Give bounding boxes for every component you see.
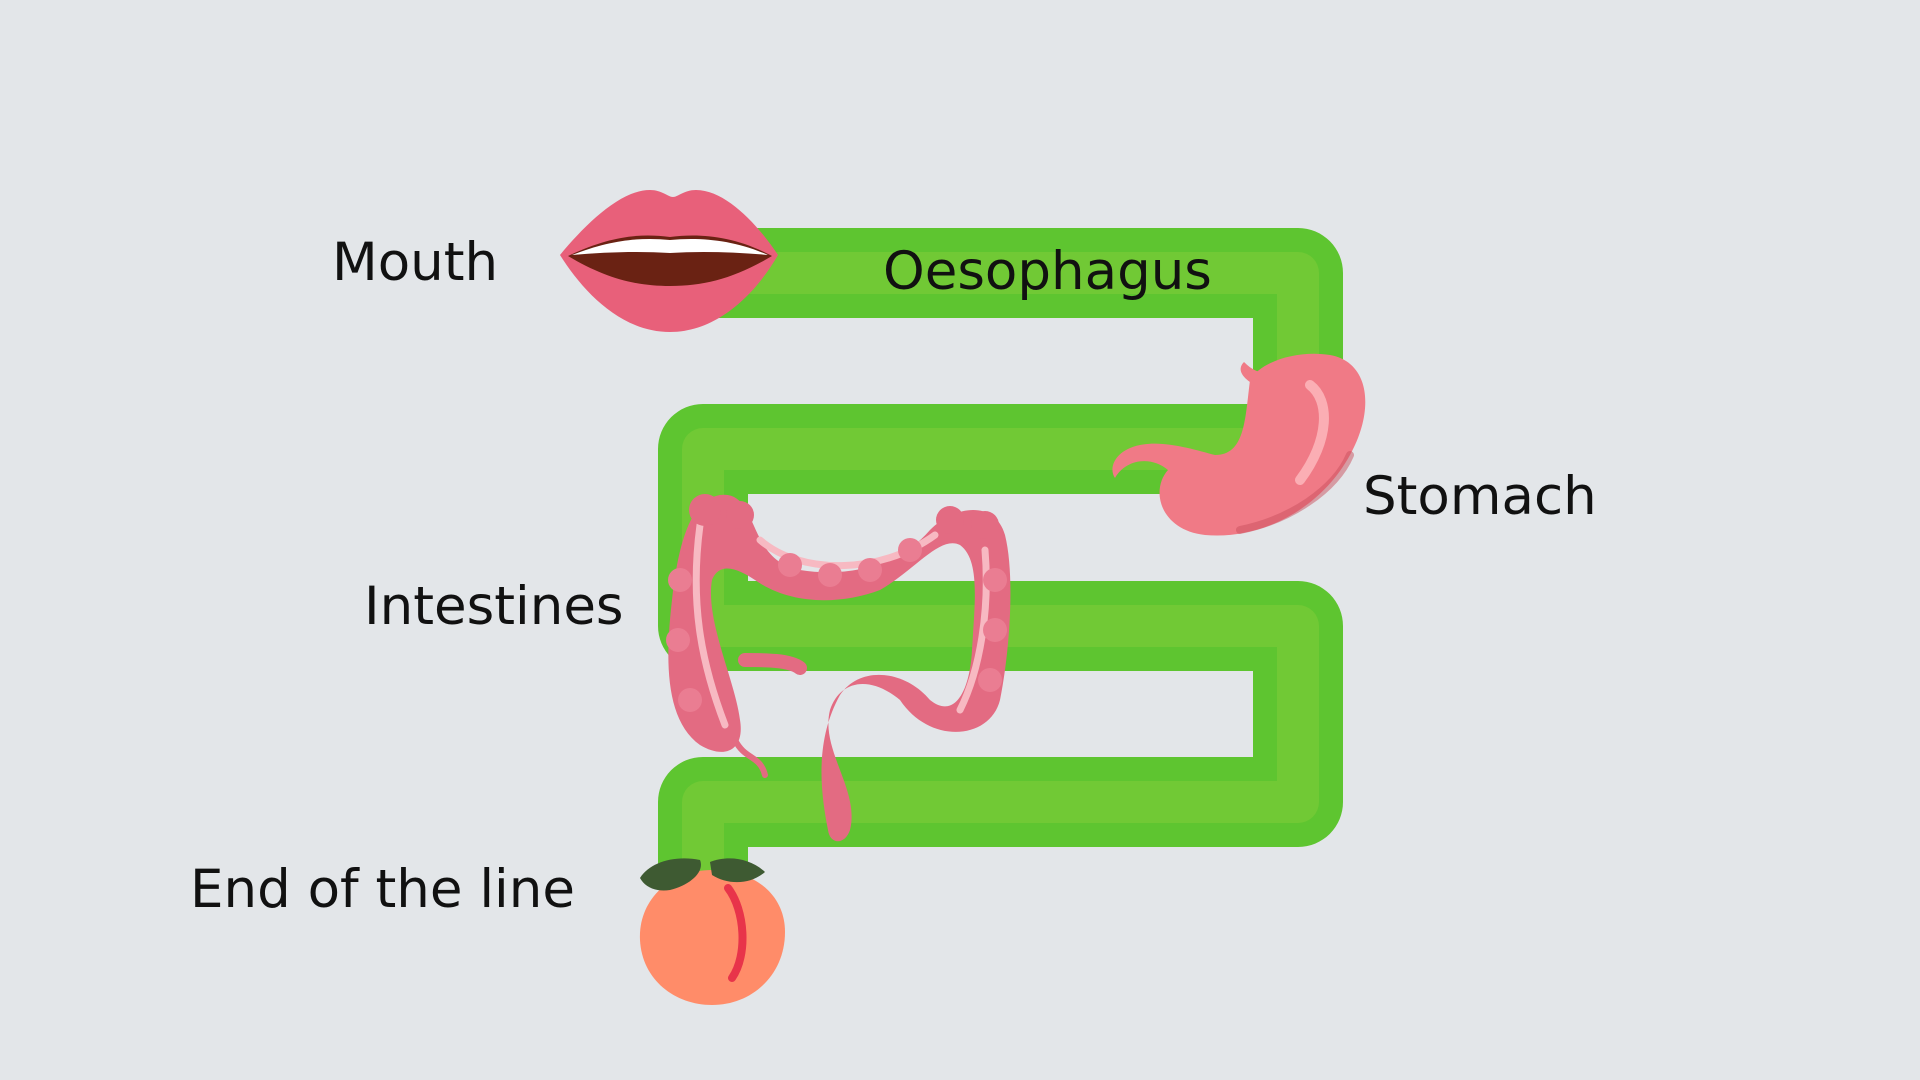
label-oesophagus: Oesophagus: [883, 241, 1212, 302]
label-end-of-the-line: End of the line: [190, 859, 575, 920]
intestines-icon: [666, 494, 1011, 842]
label-intestines: Intestines: [364, 576, 624, 637]
label-stomach: Stomach: [1363, 466, 1597, 527]
label-mouth: Mouth: [332, 232, 499, 293]
lips-icon: [560, 190, 778, 332]
stomach-icon: [1112, 353, 1366, 536]
peach-icon: [639, 858, 785, 1005]
